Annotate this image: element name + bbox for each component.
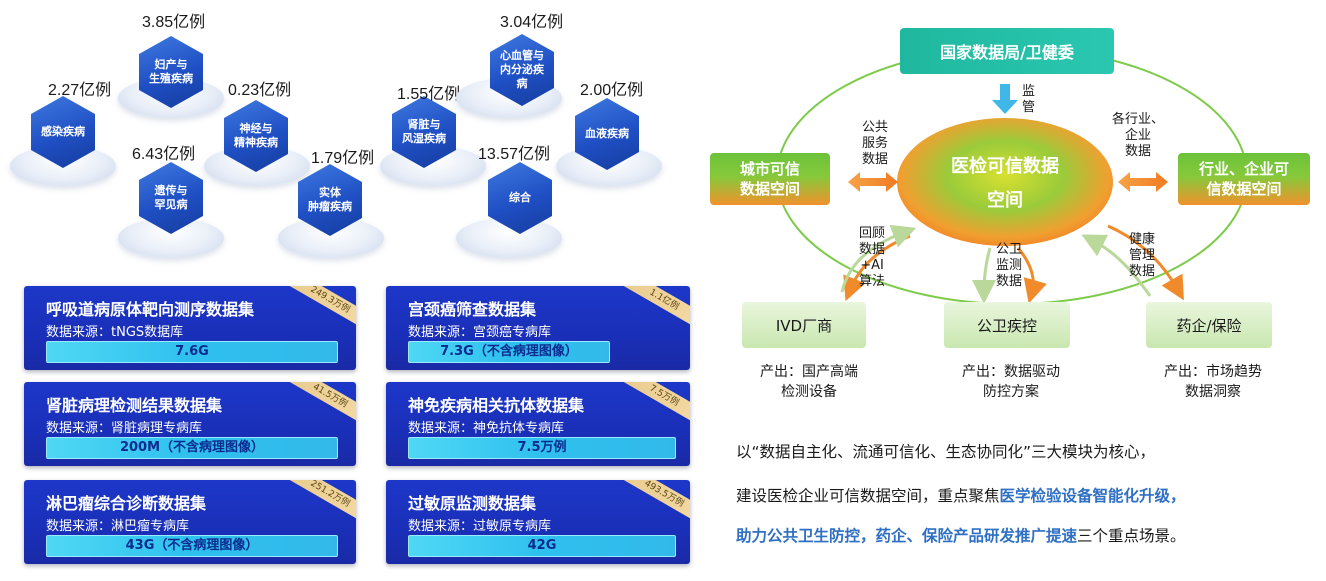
dataset-card[interactable]: 7.5万例 神免疾病相关抗体数据集 数据来源：神免抗体专病库 7.5万例 [386,382,690,466]
disease-count: 6.43亿例 [132,146,196,163]
pharma-insurance-box[interactable]: 药企/保险 [1146,302,1272,348]
city-data-space-label: 城市可信 数据空间 [739,160,800,198]
center-ellipse [897,118,1113,246]
dataset-title: 宫颈癌筛查数据集 [408,300,537,319]
disease-count: 0.23亿例 [228,82,292,99]
curved-arrow-icon [1081,234,1152,297]
disease-hexagon: 神经与 精神疾病 [224,100,288,172]
summary-highlight: 助力公共卫生防控，药企、保险产品研发推广提速 [736,527,1078,545]
disease-hexagon: 妇产与 生殖疾病 [139,36,203,108]
ivd-output: 产出：国产高端 检测设备 [760,364,858,400]
dataset-size: 43G（不含病理图像） [46,535,338,557]
summary-line-2-text: 建设医检企业可信数据空间，重点聚焦 [736,487,1000,505]
dataset-source: 数据来源：神免抗体专病库 [408,421,565,436]
bidirectional-arrow-icon [848,172,898,192]
public-health-data-label: 公卫 监测 数据 [995,242,1022,289]
disease-count: 3.85亿例 [142,14,206,31]
cdc-output: 产出：数据驱动 防控方案 [962,364,1060,400]
summary-line-3-text: 三个重点场景。 [1077,527,1186,545]
case-count-badge: 493.5万例 [608,480,690,531]
regulator-label: 国家数据局/卫健委 [940,43,1074,62]
disease-name: 血液疾病 [585,127,629,140]
cdc-label: 公卫疾控 [976,316,1037,335]
dataset-size: 42G [408,535,676,557]
summary-line-3: 助力公共卫生防控，药企、保险产品研发推广提速三个重点场景。 [736,524,1186,546]
disease-name: 神经与 精神疾病 [234,122,278,149]
dataset-source: 数据来源：宫颈癌专病库 [408,325,552,340]
summary-line-2: 建设医检企业可信数据空间，重点聚焦医学检验设备智能化升级， [736,484,1186,506]
case-count-badge: 1.1亿例 [608,286,690,337]
disease-name: 遗传与 罕见病 [154,184,188,211]
disease-name: 实体 肿瘤疾病 [308,186,352,213]
disease-count: 1.79亿例 [311,150,375,167]
city-data-space-box[interactable]: 城市可信 数据空间 [710,153,830,205]
summary-highlight: 医学检验设备智能化升级， [999,487,1186,505]
regulator-box[interactable]: 国家数据局/卫健委 [900,28,1114,74]
dataset-size: 7.6G [46,341,338,363]
dataset-source: 数据来源：肾脏病理专病库 [46,421,203,436]
down-arrow-icon [992,84,1018,114]
dataset-title: 过敏原监测数据集 [408,494,537,513]
pharma-output: 产出：市场趋势 数据洞察 [1164,364,1262,400]
dataset-title: 神免疾病相关抗体数据集 [408,396,585,415]
dataset-card[interactable]: 249.3万例 呼吸道病原体靶向测序数据集 数据来源：tNGS数据库 7.6G [24,286,356,370]
dataset-card[interactable]: 251.2万例 淋巴瘤综合诊断数据集 数据来源：淋巴瘤专病库 43G（不含病理图… [24,480,356,564]
public-service-data-label: 公共 服务 数据 [861,120,888,167]
disease-name: 心血管与 内分泌疾 病 [500,49,544,90]
curved-arrow-icon [840,224,917,293]
industry-data-space-label: 行业、企业可 信数据空间 [1198,160,1289,198]
ivd-vendor-label: IVD厂商 [775,316,833,335]
dataset-title: 肾脏病理检测结果数据集 [46,396,223,415]
curved-arrow-icon [1016,247,1047,304]
review-data-label: 回顾 数据 +AI 算法 [858,226,885,289]
ivd-vendor-box[interactable]: IVD厂商 [742,302,866,348]
disease-hexagon: 血液疾病 [575,98,639,170]
disease-count: 2.27亿例 [48,82,112,99]
dataset-size: 7.5万例 [408,437,676,459]
cdc-box[interactable]: 公卫疾控 [944,302,1070,348]
dataset-card[interactable]: 1.1亿例 宫颈癌筛查数据集 数据来源：宫颈癌专病库 7.3G（不含病理图像） [386,286,690,370]
curved-arrow-icon [972,247,997,304]
dataset-size: 200M（不含病理图像） [46,437,338,459]
disease-hexagon: 遗传与 罕见病 [139,162,203,234]
case-count-badge: 251.2万例 [274,480,356,531]
disease-count: 2.00亿例 [580,82,644,99]
disease-count: 13.57亿例 [478,146,551,163]
disease-hexagon: 心血管与 内分泌疾 病 [490,34,554,106]
disease-hexagon: 综合 [488,162,552,234]
disease-count: 1.55亿例 [397,86,461,103]
dataset-title: 淋巴瘤综合诊断数据集 [46,494,207,513]
disease-count: 3.04亿例 [500,14,564,31]
dataset-size: 7.3G（不含病理图像） [408,341,610,363]
disease-name: 肾脏与 风湿疾病 [402,118,446,145]
disease-name: 妇产与 生殖疾病 [149,58,193,85]
dataset-card[interactable]: 41.5万例 肾脏病理检测结果数据集 数据来源：肾脏病理专病库 200M（不含病… [24,382,356,466]
case-count-badge: 41.5万例 [274,382,356,433]
disease-name: 综合 [509,191,531,204]
center-title: 医检可信数据 空间 [951,156,1059,211]
disease-hexagon: 感染疾病 [31,96,95,168]
dataset-card[interactable]: 493.5万例 过敏原监测数据集 数据来源：过敏原专病库 42G [386,480,690,564]
disease-name: 感染疾病 [41,125,85,138]
health-data-label: 健康 管理 数据 [1128,232,1155,279]
curved-arrow-icon [1107,224,1184,301]
summary-line-1: 以“数据自主化、流通可信化、生态协同化”三大模块为核心， [736,443,1156,461]
dataset-source: 数据来源：过敏原专病库 [408,519,552,534]
disease-hexagon: 肾脏与 风湿疾病 [392,96,456,168]
industry-data-label: 各行业、 企业 数据 [1111,112,1164,159]
case-count-badge: 7.5万例 [608,382,690,433]
supervise-label: 监 管 [1022,84,1036,115]
dataset-title: 呼吸道病原体靶向测序数据集 [46,300,255,319]
disease-hexagon: 实体 肿瘤疾病 [298,164,362,236]
pharma-insurance-label: 药企/保险 [1176,316,1242,335]
dataset-source: 数据来源：tNGS数据库 [46,325,184,340]
industry-data-space-box[interactable]: 行业、企业可 信数据空间 [1178,153,1310,205]
bidirectional-arrow-icon [1118,172,1168,192]
case-count-badge: 249.3万例 [274,286,356,337]
dataset-source: 数据来源：淋巴瘤专病库 [46,519,190,534]
